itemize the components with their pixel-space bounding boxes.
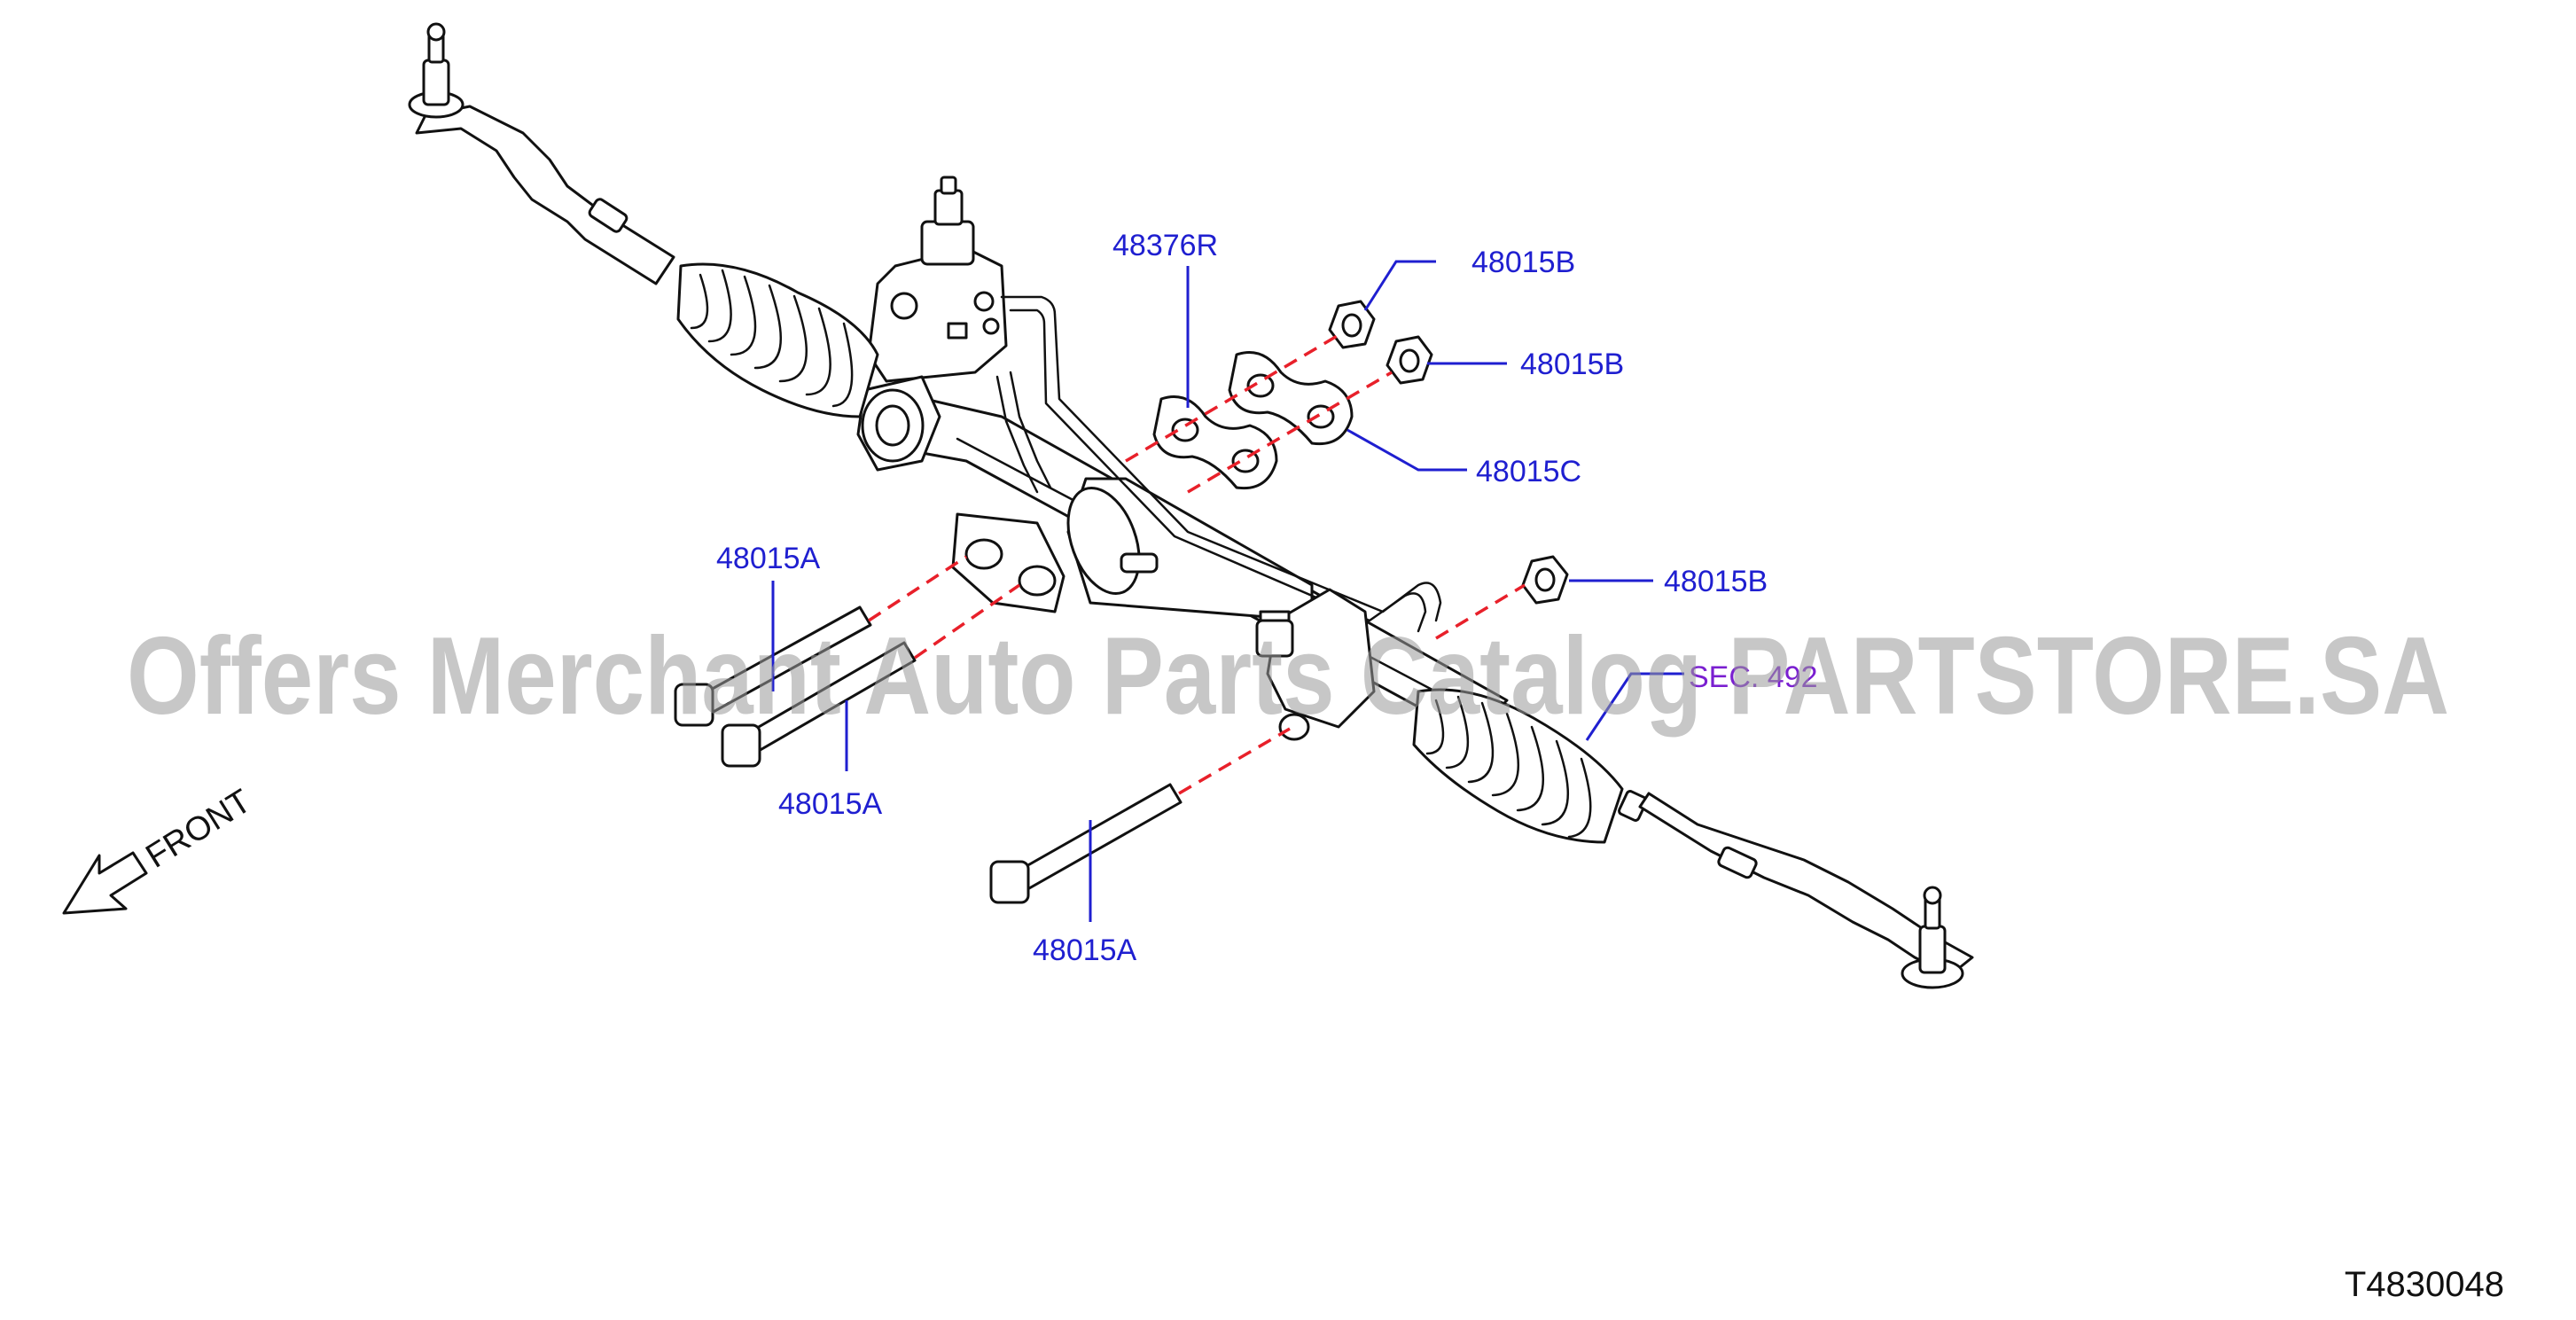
alignment-dashes: [868, 333, 1526, 795]
left-mount-bushing: [856, 375, 941, 472]
right-mount-clamp: [1255, 588, 1376, 741]
nut-middle: [1386, 335, 1433, 385]
bolt-middle-left: [721, 641, 917, 768]
left-mount-bracket: [951, 512, 1066, 613]
leader-lines: [771, 260, 1684, 922]
callout-48015c[interactable]: 48015C: [1476, 455, 1581, 488]
callout-48015b-lower[interactable]: 48015B: [1664, 565, 1768, 598]
callout-48015b-middle[interactable]: 48015B: [1520, 348, 1624, 381]
right-tie-rod: [1638, 792, 1974, 989]
nut-upper: [1328, 300, 1376, 349]
callout-48015b-upper[interactable]: 48015B: [1471, 246, 1575, 279]
diagram-code: T4830048: [2345, 1265, 2504, 1304]
left-bellows-boot: [676, 262, 879, 418]
front-direction-indicator: FRONT: [62, 783, 258, 915]
section-reference[interactable]: SEC. 492: [1689, 660, 1818, 694]
left-tie-rod: [408, 22, 675, 285]
watermark-text: Offers Merchant Auto Parts Catalog PARTS…: [127, 615, 2449, 738]
pinion-valve-body: [867, 176, 1008, 383]
callout-48015a-lower[interactable]: 48015A: [1033, 933, 1137, 967]
right-bellows-boot: [1412, 688, 1648, 844]
nut-lower: [1521, 555, 1569, 605]
mounting-plate-48015C: [1228, 351, 1354, 446]
power-cylinder: [1066, 477, 1314, 622]
callout-48015a-upper[interactable]: 48015A: [716, 542, 821, 575]
front-arrow-icon: [62, 851, 148, 915]
front-label: FRONT: [140, 783, 258, 876]
bolt-upper-left: [674, 605, 872, 727]
fluid-lines: [995, 295, 1442, 633]
callout-48376r[interactable]: 48376R: [1112, 229, 1218, 262]
bolt-lower: [989, 783, 1183, 904]
callout-48015a-middle[interactable]: 48015A: [778, 787, 883, 821]
